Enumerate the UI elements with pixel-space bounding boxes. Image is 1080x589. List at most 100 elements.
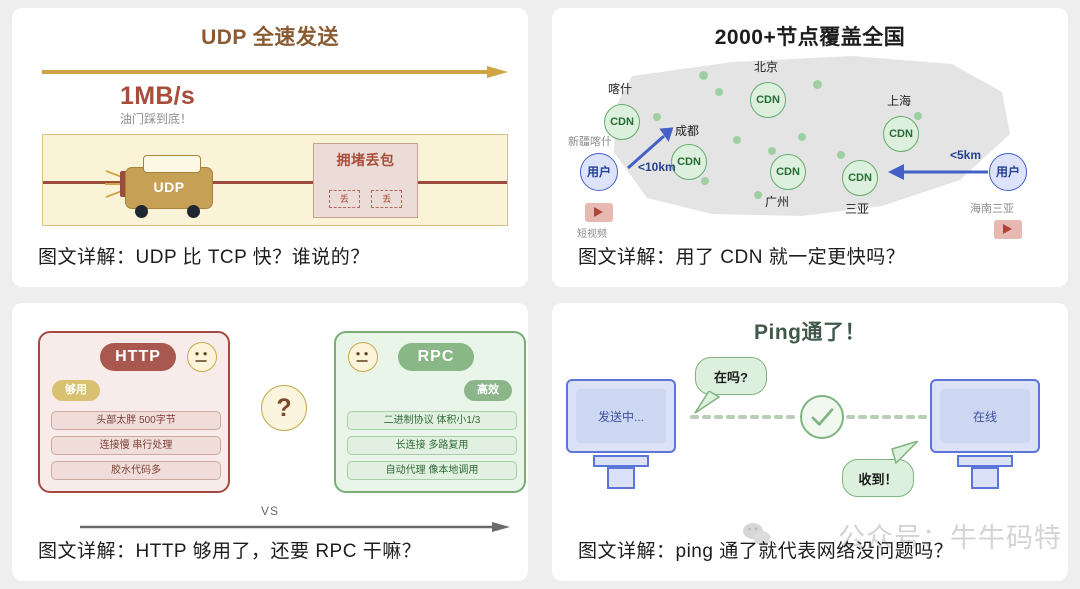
dropped-packets: 丢 丢 [314, 190, 417, 208]
cdn-node-kashi[interactable]: CDN [604, 104, 640, 140]
dropped-packet: 丢 [371, 190, 403, 208]
rpc-badge: RPC [398, 343, 474, 371]
right-distance-label: <5km [950, 148, 982, 162]
dropped-packet: 丢 [328, 190, 360, 208]
city-label-sanya: 三亚 [845, 202, 870, 216]
card-httprpc-caption: 图文详解：HTTP 够用了，还要 RPC 干嘛？ [38, 541, 422, 562]
cdn-map-illustration: 喀什 CDN 北京 CDN 成都 CDN CDN 广州 上海 CDN CDN 三… [552, 48, 1068, 240]
receiver-screen: 在线 [930, 379, 1040, 453]
road-area: UDP 拥堵丢包 丢 丢 [42, 134, 508, 226]
monitor-base [607, 467, 635, 489]
cdn-node-sanya[interactable]: CDN [842, 160, 878, 196]
map-dot [754, 191, 762, 199]
map-dot [813, 80, 822, 89]
cell-httprpc: HTTP 够用 头部太胖 500字节 连接慢 串行处理 胶水代码多 [0, 295, 540, 589]
play-icon [594, 207, 603, 217]
monitor-base [971, 467, 999, 489]
http-feature-row: 连接慢 串行处理 [51, 436, 221, 455]
reply-bubble-tail [891, 441, 919, 465]
sender-status-text: 发送中... [576, 389, 666, 443]
receiver-monitor: 在线 [930, 379, 1040, 489]
truck-body [125, 167, 213, 209]
map-dot [768, 147, 776, 155]
cdn-node-shanghai[interactable]: CDN [883, 116, 919, 152]
rpc-feature-row: 二进制协议 体积小1/3 [347, 411, 517, 430]
neutral-face-icon [187, 342, 217, 372]
cdn-node-beijing[interactable]: CDN [750, 82, 786, 118]
http-feature-list: 头部太胖 500字节 连接慢 串行处理 胶水代码多 [51, 411, 221, 486]
china-map-shape [614, 56, 1010, 216]
map-dot [653, 113, 661, 121]
right-play-button[interactable] [994, 220, 1022, 239]
speed-value: 1MB/s [120, 82, 196, 110]
play-icon [1003, 224, 1012, 234]
rpc-panel: RPC 高效 二进制协议 体积小1/3 长连接 多路复用 自动代理 像本地调用 [334, 331, 526, 493]
card-ping-caption: 图文详解：ping 通了就代表网络没问题吗？ [578, 541, 954, 562]
card-cdn-caption: 图文详解：用了 CDN 就一定更快吗？ [578, 247, 906, 268]
card-udp-caption: 图文详解：UDP 比 TCP 快？谁说的？ [38, 247, 370, 268]
http-feature-row: 胶水代码多 [51, 461, 221, 480]
map-dot [715, 88, 723, 96]
road-center-line [43, 181, 507, 184]
short-video-caption: 短视频 [577, 229, 607, 240]
cell-ping: Ping通了！ 发送中... 在吗? [540, 295, 1080, 589]
city-label-chengdu: 成都 [675, 124, 700, 138]
rpc-feature-list: 二进制协议 体积小1/3 长连接 多路复用 自动代理 像本地调用 [347, 411, 517, 486]
question-mark-icon: ? [261, 385, 307, 431]
cdn-node-guangzhou[interactable]: CDN [770, 154, 806, 190]
truck-window [143, 155, 201, 173]
card-cdn-title: 2000+节点覆盖全国 [714, 26, 906, 49]
monitor-neck [957, 455, 1013, 467]
congestion-title: 拥堵丢包 [336, 152, 395, 168]
map-dot [837, 151, 845, 159]
http-rpc-illustration: HTTP 够用 头部太胖 500字节 连接慢 串行处理 胶水代码多 [12, 317, 528, 532]
rpc-tag: 高效 [464, 380, 512, 401]
map-dot [701, 177, 709, 185]
sender-screen: 发送中... [566, 379, 676, 453]
ask-bubble-tail [694, 391, 721, 414]
truck-front [120, 171, 129, 197]
map-dot [798, 133, 806, 141]
udp-illustration: 1MB/s 油门踩到底！ UDP [12, 56, 528, 226]
ping-illustration: 发送中... 在吗? [552, 351, 1068, 526]
card-ping-title: Ping通了！ [754, 321, 866, 344]
card-httprpc[interactable]: HTTP 够用 头部太胖 500字节 连接慢 串行处理 胶水代码多 [12, 303, 528, 581]
truck-wheel [187, 205, 200, 218]
rpc-feature-row: 自动代理 像本地调用 [347, 461, 517, 480]
network-link-line [690, 415, 932, 419]
face-glyph [195, 352, 207, 362]
check-glyph [811, 408, 834, 426]
http-feature-row: 头部太胖 500字节 [51, 411, 221, 430]
map-dot [733, 136, 741, 144]
http-badge: HTTP [100, 343, 176, 371]
http-panel: HTTP 够用 头部太胖 500字节 连接慢 串行处理 胶水代码多 [38, 331, 230, 493]
udp-truck: UDP [105, 149, 215, 221]
map-dot [914, 112, 922, 120]
rpc-feature-row: 长连接 多路复用 [347, 436, 517, 455]
map-dot [699, 71, 708, 80]
city-label-guangzhou: 广州 [765, 195, 790, 209]
reply-speech-bubble: 收到！ [842, 459, 914, 497]
face-glyph [356, 352, 368, 362]
left-distance-label: <10km [638, 160, 676, 174]
right-user-node[interactable]: 用户 [989, 153, 1027, 191]
short-video-play-button[interactable] [585, 203, 613, 222]
vs-label: VS [260, 504, 279, 518]
left-user-node[interactable]: 用户 [580, 153, 618, 191]
truck-wheel [135, 205, 148, 218]
congestion-box: 拥堵丢包 丢 丢 [313, 143, 418, 218]
card-udp-title: UDP 全速发送 [201, 26, 339, 49]
cdn-node-chengdu[interactable]: CDN [671, 144, 707, 180]
cell-cdn: 2000+节点覆盖全国 [540, 0, 1080, 295]
card-udp[interactable]: UDP 全速发送 1MB/s 油门踩到底！ [12, 8, 528, 287]
vs-arrow-icon [80, 522, 510, 532]
sender-monitor: 发送中... [566, 379, 676, 489]
card-ping[interactable]: Ping通了！ 发送中... 在吗? [552, 303, 1068, 581]
card-cdn[interactable]: 2000+节点覆盖全国 [552, 8, 1068, 287]
speed-arrow-icon [42, 66, 508, 78]
city-label-kashi: 喀什 [608, 82, 633, 96]
speed-subtitle: 油门踩到底！ [120, 112, 193, 126]
monitor-neck [593, 455, 649, 467]
neutral-face-icon [348, 342, 378, 372]
